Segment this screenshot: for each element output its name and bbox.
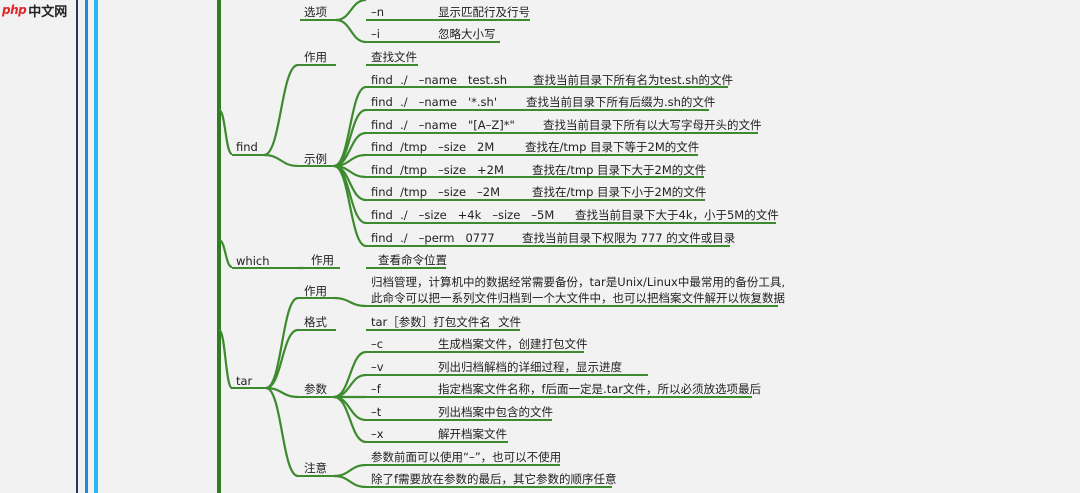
example-cmd: find /tmp –size +2M bbox=[371, 163, 504, 177]
example-desc: 查找当前目录下所有名为test.sh的文件 bbox=[533, 73, 734, 87]
tar-trunk-curve bbox=[217, 328, 234, 390]
example-cmd: find ./ –size +4k –size –5M bbox=[371, 208, 555, 222]
logo-site: 中文网 bbox=[28, 4, 68, 20]
param-flag: –v bbox=[371, 360, 384, 374]
example-cmd: find ./ –name test.sh bbox=[371, 73, 507, 87]
tar-purpose-line: 归档管理，计算机中的数据经常需要备份，tar是Unix/Linux中最常用的备份… bbox=[371, 275, 786, 289]
param-desc: 列出归档解档的详细过程，显示进度 bbox=[438, 360, 622, 374]
param-curve bbox=[333, 373, 367, 399]
param-flag: –c bbox=[371, 337, 384, 351]
tar-notes-curve bbox=[265, 386, 299, 478]
find-examples-curve bbox=[263, 153, 299, 168]
side-bar-blue bbox=[85, 0, 88, 493]
example-curve bbox=[333, 108, 367, 168]
node-tar-notes-label: 注意 bbox=[304, 461, 327, 475]
example-curve bbox=[333, 164, 367, 225]
which-trunk-curve bbox=[218, 238, 233, 269]
side-bar-dark bbox=[76, 0, 78, 493]
site-logo: php 中文网 bbox=[2, 1, 68, 20]
side-bar-cyan bbox=[94, 0, 98, 493]
example-cmd: find /tmp –size 2M bbox=[371, 140, 495, 154]
param-curve bbox=[333, 350, 367, 399]
example-desc: 查找当前目录下所有以大写字母开头的文件 bbox=[543, 118, 762, 132]
example-desc: 查找当前目录下大于4k，小于5M的文件 bbox=[575, 208, 779, 222]
node-find-examples-label: 示例 bbox=[304, 152, 327, 166]
node-which-purpose-label: 作用 bbox=[311, 253, 334, 267]
param-desc: 生成档案文件，创建打包文件 bbox=[438, 337, 588, 351]
param-desc: 列出档案中包含的文件 bbox=[438, 405, 553, 419]
node-tar-format-label: 格式 bbox=[304, 315, 327, 329]
example-desc: 查找在/tmp 目录下小于2M的文件 bbox=[532, 185, 707, 199]
find-trunk-curve bbox=[217, 108, 234, 156]
tar-purpose-curve bbox=[265, 296, 299, 390]
node-find: find bbox=[236, 140, 258, 154]
tar-note-line: 除了f需要放在参数的最后，其它参数的顺序任意 bbox=[371, 472, 617, 486]
node-tar-params-label: 参数 bbox=[304, 382, 327, 396]
logo-brand: php bbox=[2, 3, 27, 17]
param-desc: 指定档案文件名称，f后面一定是.tar文件，所以必须放选项最后 bbox=[438, 382, 761, 396]
option-desc: 忽略大小写 bbox=[438, 27, 496, 41]
node-options-label: 选项 bbox=[304, 5, 327, 19]
example-cmd: find ./ –perm 0777 bbox=[371, 231, 495, 245]
example-curve bbox=[333, 85, 367, 168]
example-cmd: find ./ –name '*.sh' bbox=[371, 95, 497, 109]
param-flag: –f bbox=[371, 382, 381, 396]
options-branch-curve bbox=[335, 18, 367, 44]
note-curve bbox=[333, 463, 367, 478]
node-tar: tar bbox=[236, 374, 253, 388]
option-desc: 显示匹配行及行号 bbox=[438, 5, 530, 19]
option-flag: –i bbox=[371, 27, 380, 41]
node-find-purpose-value: 查找文件 bbox=[371, 50, 417, 64]
example-desc: 查找在/tmp 目录下大于2M的文件 bbox=[532, 163, 707, 177]
example-cmd: find /tmp –size –2M bbox=[371, 185, 500, 199]
note-curve bbox=[333, 474, 367, 489]
node-tar-purpose-label: 作用 bbox=[304, 284, 327, 298]
param-flag: –t bbox=[371, 405, 382, 419]
node-find-purpose-label: 作用 bbox=[304, 50, 327, 64]
param-curve bbox=[333, 395, 367, 444]
example-desc: 查找在/tmp 目录下等于2M的文件 bbox=[525, 140, 700, 154]
node-which-purpose-value: 查看命令位置 bbox=[378, 253, 447, 267]
tar-format-curve bbox=[265, 328, 299, 390]
options-branch-curve bbox=[335, 0, 367, 22]
example-desc: 查找当前目录下所有后缀为.sh的文件 bbox=[526, 95, 716, 109]
param-flag: –x bbox=[371, 427, 384, 441]
param-desc: 解开档案文件 bbox=[438, 427, 507, 441]
tar-purpose-line: 此命令可以把一系列文件归档到一个大文件中，也可以把档案文件解开以恢复数据 bbox=[371, 291, 785, 305]
example-cmd: find ./ –name "[A–Z]*" bbox=[371, 118, 515, 132]
trunk-line bbox=[217, 0, 221, 493]
option-flag: –n bbox=[371, 5, 385, 19]
find-purpose-curve bbox=[263, 63, 299, 157]
tar-format-value: tar［参数］打包文件名 文件 bbox=[371, 315, 522, 329]
example-curve bbox=[333, 164, 367, 248]
node-which: which bbox=[236, 254, 270, 268]
example-desc: 查找当前目录下权限为 777 的文件或目录 bbox=[522, 231, 736, 245]
tar-purpose-value-curve bbox=[333, 296, 367, 308]
tar-note-line: 参数前面可以使用“–”，也可以不使用 bbox=[371, 450, 562, 464]
